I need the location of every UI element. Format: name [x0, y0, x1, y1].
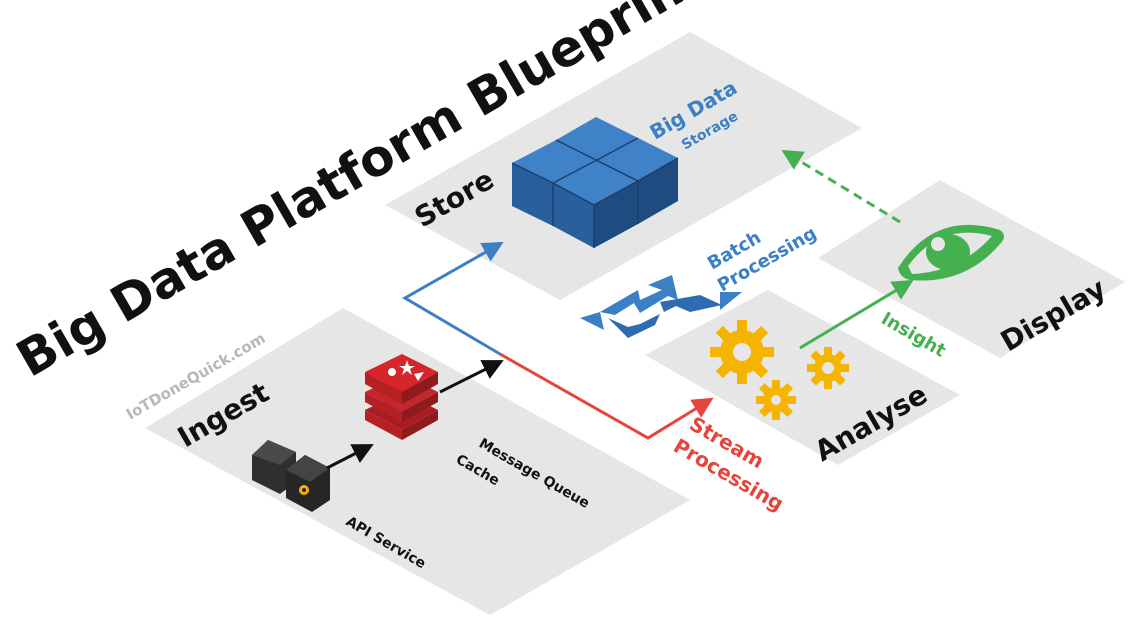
display-to-store-arrow: [781, 149, 901, 224]
display-zone: [818, 180, 1125, 358]
ingest-zone: [145, 308, 690, 615]
display-eye-icon: [898, 224, 1004, 281]
api-service-icon: [252, 440, 330, 512]
batch-refresh-icon: [580, 275, 742, 338]
message-queue-icon: [365, 354, 438, 440]
queue-to-split-arrow: [439, 360, 504, 394]
stream-path-arrow: [499, 352, 714, 440]
big-data-storage-icon: [511, 117, 679, 248]
insight-path-arrow: [799, 279, 914, 350]
batch-path-arrow: [402, 241, 504, 356]
api-to-queue-arrow: [326, 444, 374, 470]
analyse-gears-icon: [710, 320, 849, 420]
